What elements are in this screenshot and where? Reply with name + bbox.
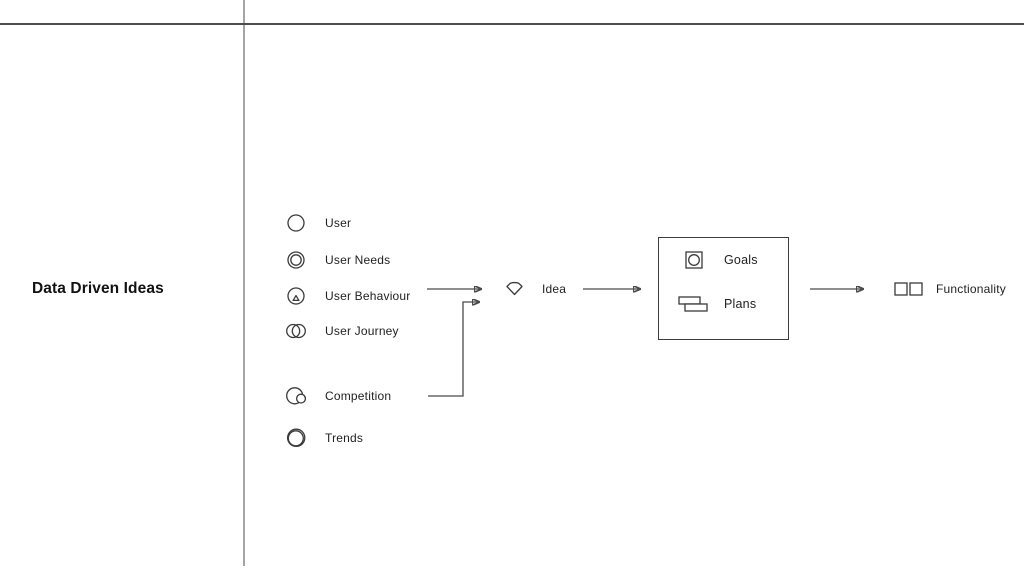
connector-competition-to-idea[interactable]: [428, 302, 479, 397]
source-item-label: Trends: [325, 431, 364, 445]
goals-row[interactable]: Goals: [685, 251, 758, 269]
circle-triangle-icon: [287, 287, 305, 305]
idea-node[interactable]: Idea: [505, 278, 566, 300]
source-item-user-needs[interactable]: User Needs: [286, 249, 390, 271]
horizontal-guide-line: [0, 23, 1024, 25]
source-item-user-journey[interactable]: User Journey: [286, 320, 399, 342]
source-item-label: User: [325, 216, 352, 230]
two-squares-icon: [894, 282, 923, 296]
vertical-guide-line: [243, 0, 245, 566]
functionality-label: Functionality: [936, 282, 1006, 296]
venn-circles-icon: [286, 323, 306, 339]
source-item-user-behaviour[interactable]: User Behaviour: [286, 285, 411, 307]
board-title[interactable]: Data Driven Ideas: [32, 280, 164, 297]
source-item-user[interactable]: User: [286, 212, 351, 234]
gem-icon: [506, 281, 523, 296]
source-item-label: User Behaviour: [325, 289, 411, 303]
goals-label: Goals: [724, 253, 758, 267]
idea-label: Idea: [542, 282, 567, 296]
square-circle-icon: [685, 251, 703, 269]
functionality-node[interactable]: Functionality: [894, 282, 1006, 296]
big-small-circles-icon: [286, 387, 306, 405]
circle-icon: [287, 214, 305, 232]
source-item-label: User Journey: [325, 324, 399, 338]
source-item-trends[interactable]: Trends: [286, 427, 363, 449]
source-item-label: User Needs: [325, 253, 391, 267]
source-item-label: Competition: [325, 389, 392, 403]
source-item-competition[interactable]: Competition: [286, 385, 391, 407]
concentric-circles-icon: [287, 251, 305, 269]
double-ring-icon: [286, 428, 306, 448]
stacked-rects-icon: [678, 296, 708, 312]
plans-label: Plans: [724, 297, 757, 311]
plans-row[interactable]: Plans: [678, 296, 756, 312]
plan-box[interactable]: Goals Plans: [658, 237, 789, 340]
